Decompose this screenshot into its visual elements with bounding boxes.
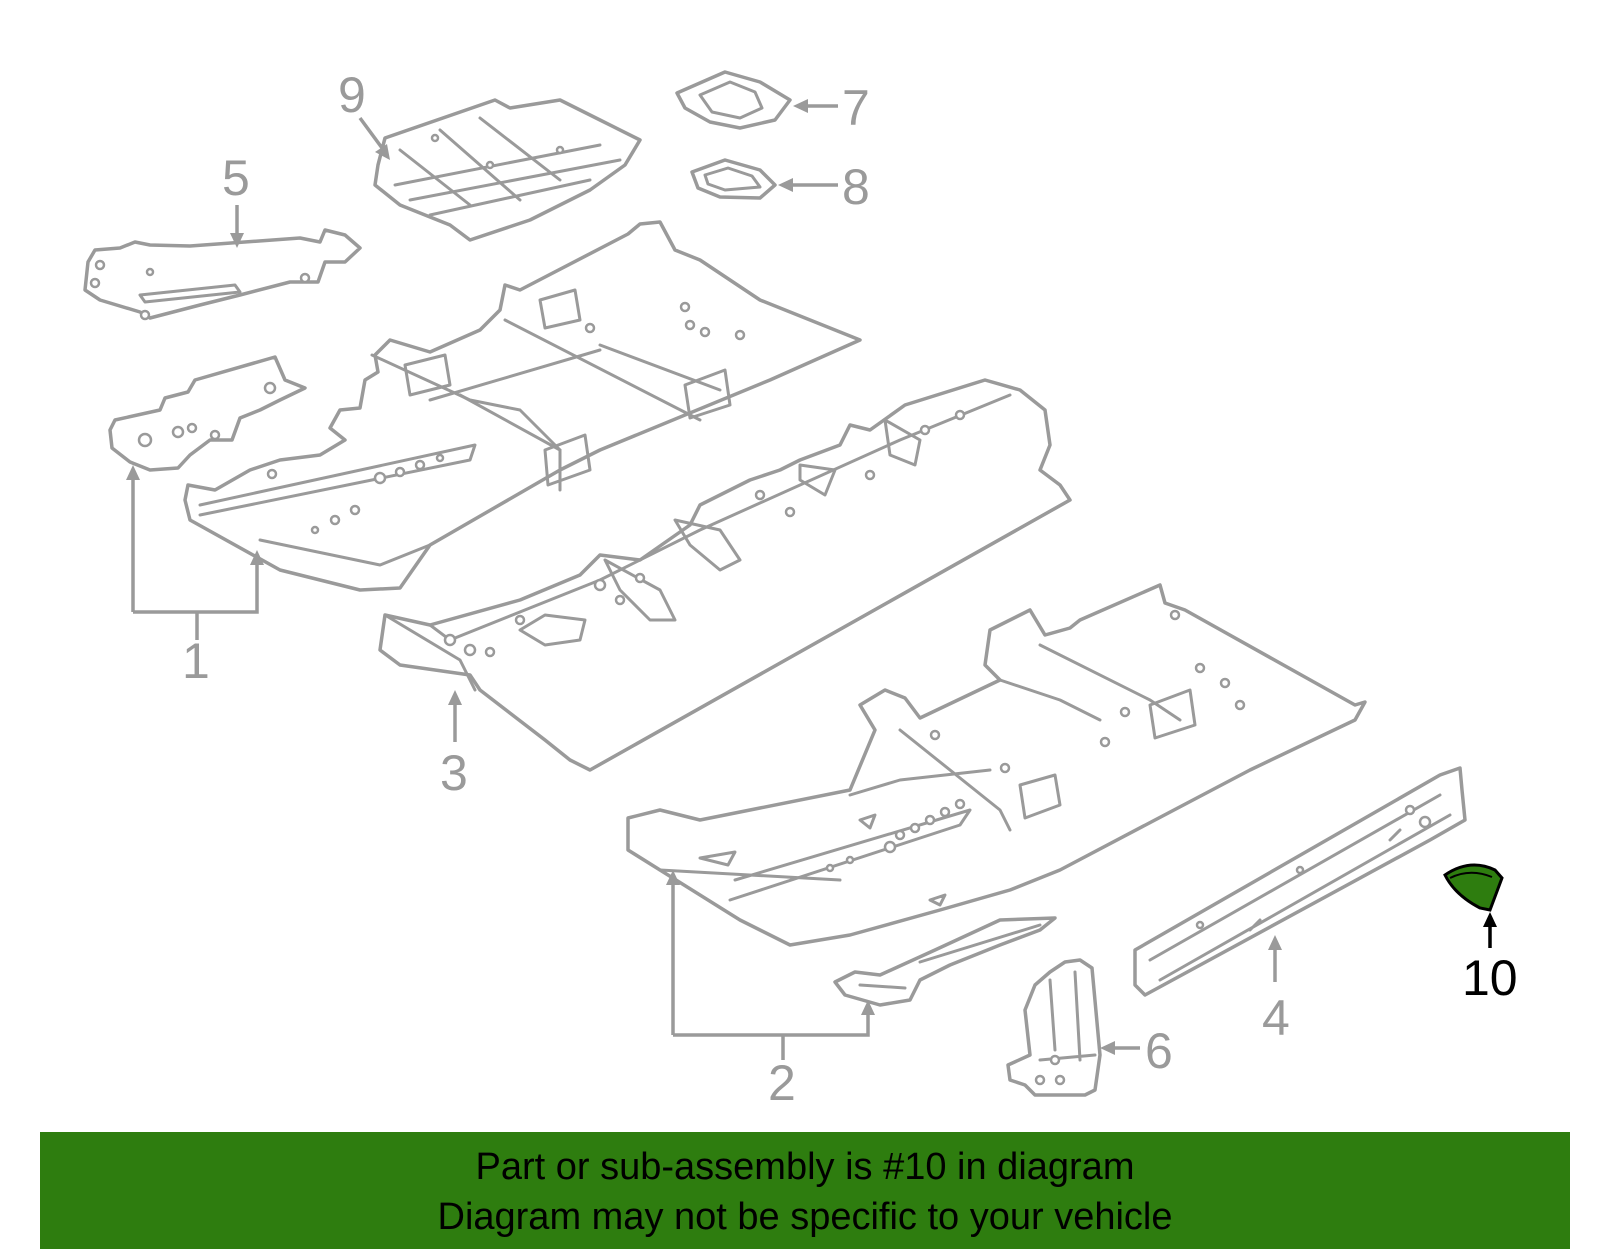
part-9-floor-cover bbox=[373, 98, 642, 242]
part-6-bracket bbox=[1006, 958, 1102, 1097]
banner-line-disclaimer: Diagram may not be specific to your vehi… bbox=[437, 1196, 1173, 1238]
callout-3: 3 bbox=[440, 745, 468, 801]
callout-6: 6 bbox=[1145, 1023, 1173, 1079]
callout-1: 1 bbox=[182, 633, 210, 689]
part-info-banner: Part or sub-assembly is #10 in diagram D… bbox=[40, 1132, 1570, 1249]
part-5-bracket bbox=[83, 228, 362, 321]
part-8-ring bbox=[690, 158, 777, 200]
callout-9: 9 bbox=[338, 67, 366, 123]
banner-line-part-number: Part or sub-assembly is #10 in diagram bbox=[475, 1146, 1135, 1188]
part-7-shift-boot bbox=[675, 70, 792, 130]
part-4-side-rail bbox=[1133, 766, 1467, 997]
callout-8: 8 bbox=[842, 159, 870, 215]
callout-labels: 1 2 3 4 5 6 7 8 9 10 bbox=[182, 67, 1518, 1111]
part-10-plug bbox=[1443, 863, 1504, 912]
part-1-front-floor bbox=[108, 220, 862, 592]
callout-7: 7 bbox=[842, 80, 870, 136]
callout-10-highlighted: 10 bbox=[1462, 950, 1518, 1006]
callout-5: 5 bbox=[222, 150, 250, 206]
part-3-center-floor bbox=[378, 378, 1072, 772]
callout-4: 4 bbox=[1262, 990, 1290, 1046]
part-2-rear-floor bbox=[626, 583, 1367, 947]
callout-2: 2 bbox=[768, 1055, 796, 1111]
leader-lines bbox=[126, 99, 1497, 1060]
part-2-crossmember bbox=[833, 916, 1057, 1007]
